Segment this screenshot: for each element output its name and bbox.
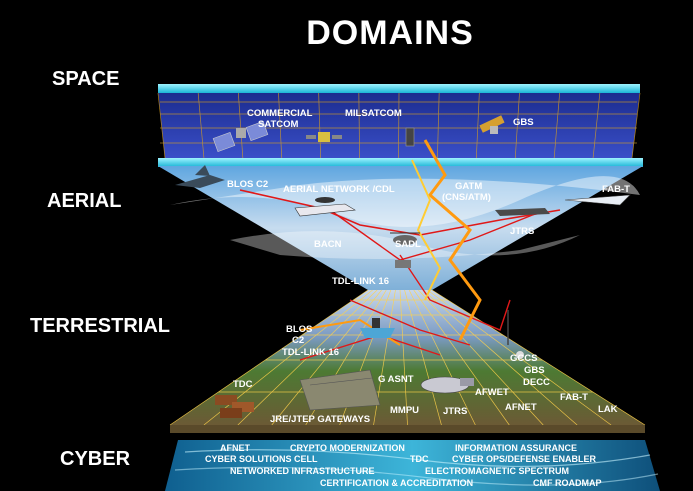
cyber-plane — [165, 440, 660, 491]
ship-icon — [360, 318, 395, 338]
cyber-cmf-roadmap: CMF ROADMAP — [533, 478, 602, 488]
label-decc: DECC — [523, 377, 550, 388]
domain-label-terrestrial: TERRESTRIAL — [30, 315, 170, 337]
label-bacn: BACN — [314, 239, 342, 250]
label-mmpu: MMPU — [390, 405, 419, 416]
label-fab-t-terrestrial: FAB-T — [560, 392, 588, 403]
diagram-title: DOMAINS — [306, 14, 474, 52]
label-cns-atm: (CNS/ATM) — [442, 192, 491, 203]
label-tdl-link16-aerial: TDL-LINK 16 — [332, 276, 389, 287]
ground-vehicle-icon — [395, 260, 411, 268]
cyber-certification-accreditation: CERTIFICATION & ACCREDITATION — [320, 478, 473, 488]
terrestrial-plane — [169, 289, 646, 433]
awacs-aircraft-icon — [294, 197, 356, 217]
domain-label-cyber: CYBER — [60, 448, 131, 470]
label-jtrs-aerial: JTRS — [510, 226, 534, 237]
label-blos-terrestrial: BLOS — [286, 324, 312, 335]
uav-icon — [495, 208, 550, 216]
cyber-afnet: AFNET — [220, 443, 250, 453]
cyber-information-assurance: INFORMATION ASSURANCE — [455, 443, 577, 453]
milsatcom-antenna-icon — [405, 127, 415, 147]
transport-aircraft-icon — [175, 165, 225, 188]
cyber-electromagnetic-spectrum: ELECTROMAGNETIC SPECTRUM — [425, 466, 569, 476]
cyber-solutions-cell: CYBER SOLUTIONS CELL — [205, 454, 318, 464]
label-gbs-space: GBS — [513, 117, 534, 128]
label-gbs-terrestrial: GBS — [524, 365, 545, 376]
label-tdc-terrestrial: TDC — [233, 379, 253, 390]
label-fab-t-aerial: FAB-T — [602, 184, 630, 195]
domain-label-space: SPACE — [52, 68, 120, 90]
label-tdl-link16-terrestrial: TDL-LINK 16 — [282, 347, 339, 358]
label-afnet-terrestrial: AFNET — [505, 402, 537, 413]
fighter-aircraft-icon — [564, 194, 631, 206]
label-blos-c2-aerial: BLOS C2 — [227, 179, 268, 190]
domain-label-aerial: AERIAL — [47, 190, 122, 212]
gateway-facility-icon — [299, 369, 381, 411]
label-jre-jtep-gateways: JRE/JTEP GATEWAYS — [270, 414, 370, 425]
label-gasnt: G ASNT — [378, 374, 414, 385]
cyber-crypto-modernization: CRYPTO MODERNIZATION — [290, 443, 405, 453]
dish-antenna-icon — [516, 351, 524, 359]
label-lak: LAK — [598, 404, 618, 415]
afwet-facility-icon — [420, 376, 474, 394]
label-afwet: AFWET — [475, 387, 509, 398]
milsatcom-satellite-icon — [306, 132, 342, 142]
space-plane — [157, 84, 641, 159]
helicopter-icon — [390, 232, 420, 245]
label-aerial-network: AERIAL NETWORK /CDL — [283, 184, 395, 195]
label-gccs: GCCS — [510, 353, 537, 364]
cyber-networked-infrastructure: NETWORKED INFRASTRUCTURE — [230, 466, 375, 476]
label-gatm: GATM — [455, 181, 482, 192]
cyber-ops-defense-enabler: CYBER OPS/DEFENSE ENABLER — [452, 454, 597, 464]
label-commercial-satcom-1: COMMERCIAL — [247, 108, 313, 119]
label-milsatcom: MILSATCOM — [345, 108, 402, 119]
label-jtrs-terrestrial: JTRS — [443, 406, 467, 417]
label-commercial-satcom-2: SATCOM — [258, 119, 299, 130]
cyber-tdc: TDC — [410, 454, 429, 464]
tdc-containers-icon — [215, 395, 254, 418]
label-sadl: SADL — [395, 239, 421, 250]
gbs-satellite-icon — [479, 115, 505, 134]
label-c2-terrestrial: C2 — [292, 335, 304, 346]
aerial-plane — [158, 158, 643, 290]
satellite-icon — [212, 120, 269, 153]
